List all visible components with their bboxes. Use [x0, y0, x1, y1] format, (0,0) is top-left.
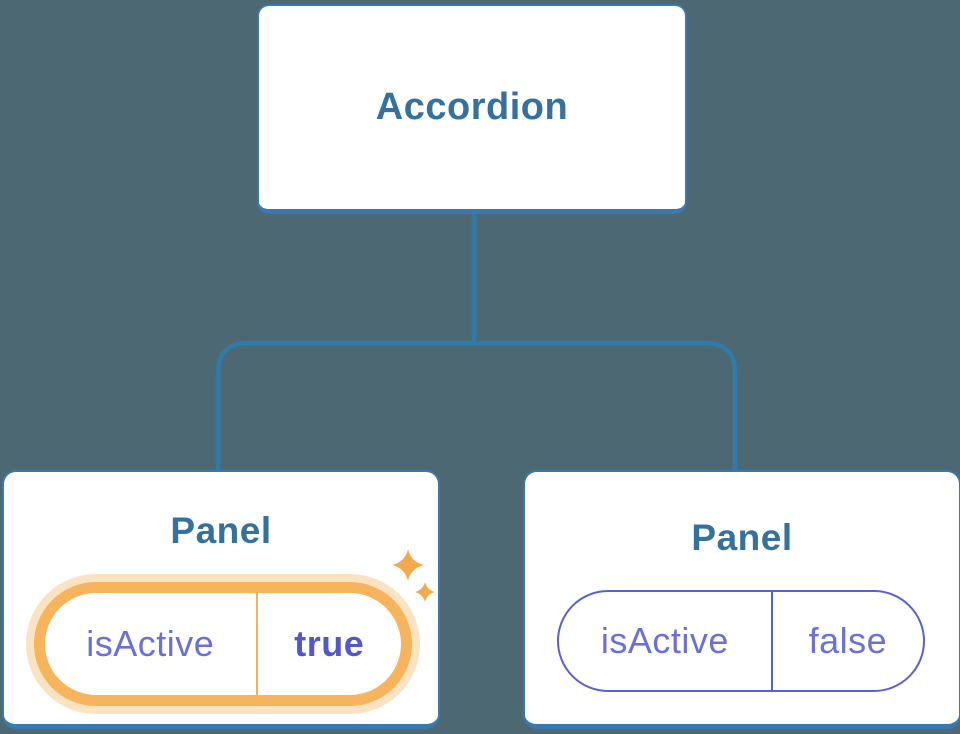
state-name: isActive — [45, 593, 258, 695]
node-accordion-label: Accordion — [375, 86, 569, 128]
state-value: true — [294, 623, 365, 664]
node-panel-inactive: Panel isActive false — [523, 470, 960, 729]
node-panel-label: Panel — [691, 517, 793, 558]
sparkle-small — [415, 582, 435, 602]
node-panel-label: Panel — [170, 510, 272, 551]
state-pill-inactive: isActive false — [557, 590, 925, 692]
state-pill-active: isActive true — [34, 582, 412, 706]
node-accordion: Accordion — [257, 4, 687, 214]
state-name: isActive — [559, 592, 773, 690]
state-value: false — [808, 620, 888, 661]
connector-branch — [215, 340, 738, 471]
sparkle-large — [392, 549, 424, 581]
node-panel-active: Panel isActive true — [2, 470, 440, 729]
